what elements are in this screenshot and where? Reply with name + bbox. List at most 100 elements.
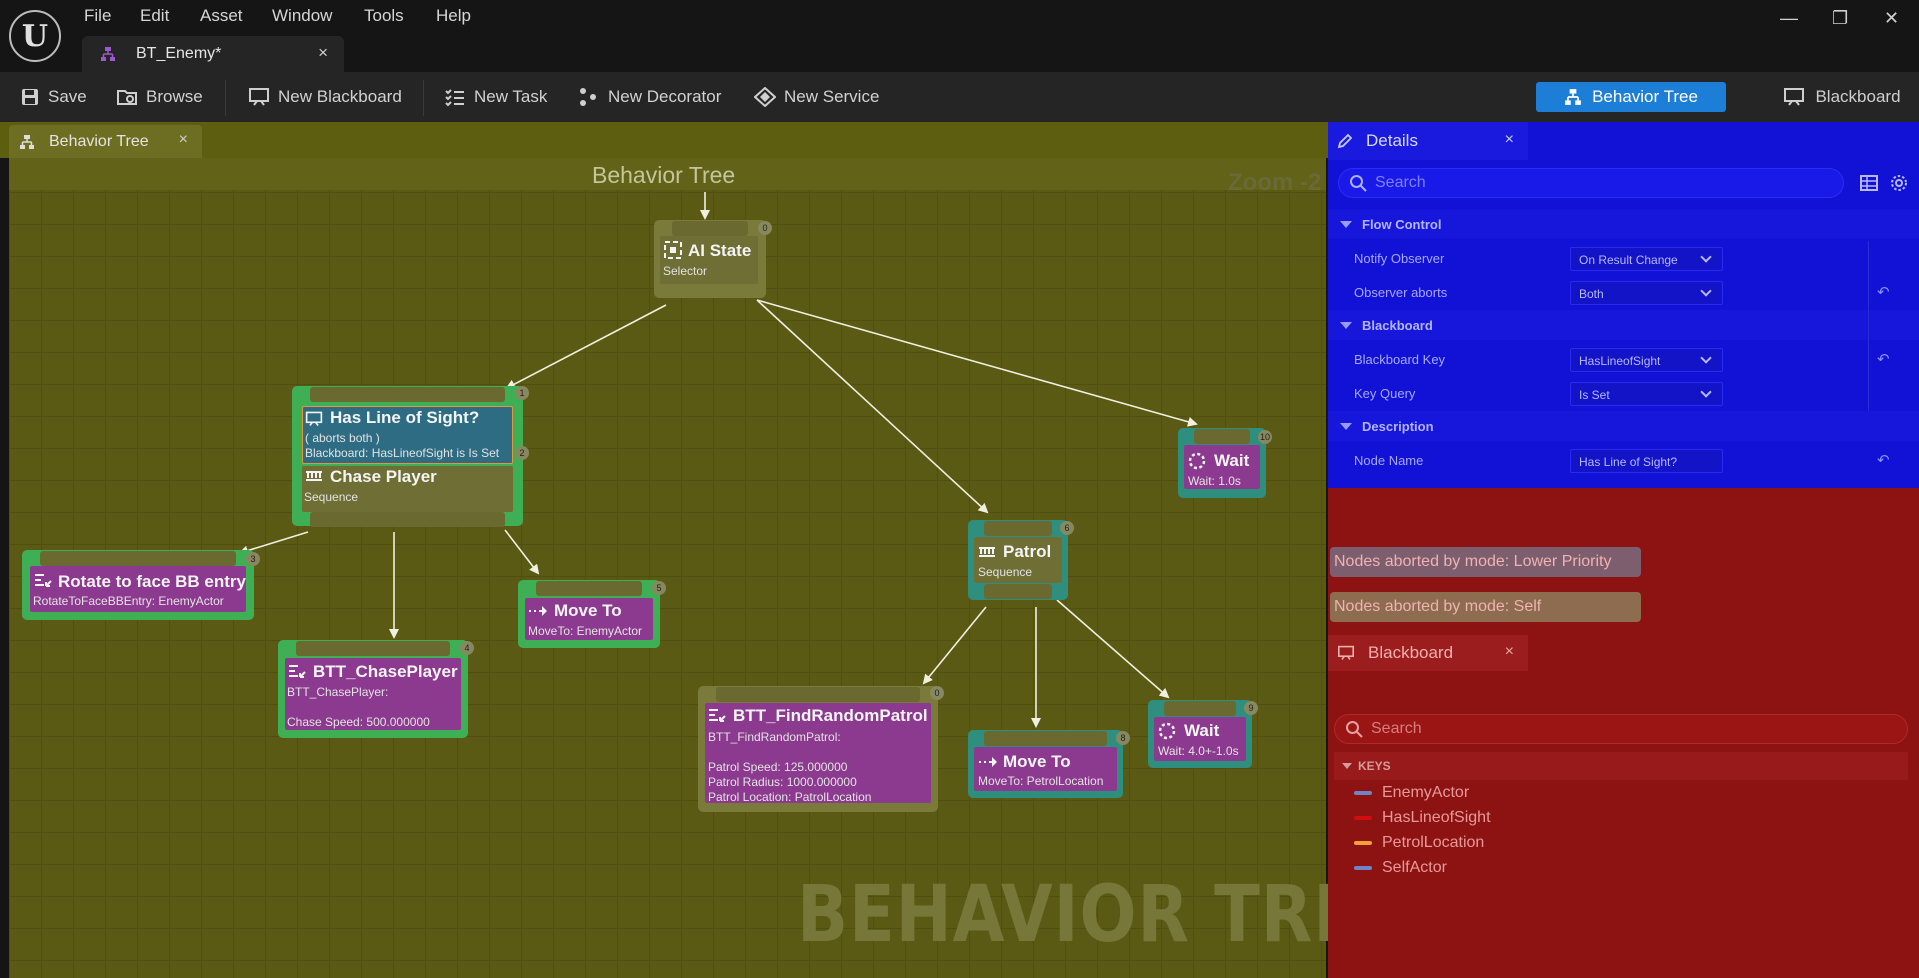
chevron-down-icon: [1700, 251, 1712, 263]
menu-tools[interactable]: Tools: [364, 6, 404, 25]
document-tab-bt-enemy[interactable]: BT_Enemy* ×: [82, 36, 344, 72]
node-title: Rotate to face BB entry: [58, 572, 246, 591]
node-name-value: Has Line of Sight?: [1579, 455, 1678, 469]
table-view-icon[interactable]: [1860, 174, 1878, 192]
minimize-icon[interactable]: —: [1780, 8, 1798, 28]
menu-help[interactable]: Help: [436, 6, 471, 25]
title-bar: U File Edit Asset Window Tools Help — ❐ …: [0, 0, 1919, 72]
category-flow-control[interactable]: Flow Control: [1328, 209, 1919, 239]
observer-aborts-dropdown[interactable]: Both: [1570, 281, 1723, 305]
save-button[interactable]: Save: [20, 85, 87, 109]
blackboard-icon: [1784, 88, 1805, 106]
node-title: Chase Player: [330, 467, 437, 486]
node-input-pin: [984, 731, 1107, 746]
toolbar-divider: [225, 80, 226, 116]
unreal-logo-icon[interactable]: U: [9, 10, 61, 62]
new-service-label: New Service: [784, 87, 880, 106]
connection-ai-state-to-patrol: [756, 299, 989, 514]
node-title: BTT_FindRandomPatrol: [733, 706, 928, 725]
node-wait-top[interactable]: [1178, 428, 1266, 498]
tab-details[interactable]: Details ×: [1328, 122, 1528, 160]
blackboard-key-dropdown[interactable]: HasLineofSight: [1570, 348, 1723, 372]
node-patrol[interactable]: [968, 520, 1068, 600]
blackboard-search-box[interactable]: [1334, 714, 1908, 744]
node-name-field[interactable]: Has Line of Sight?: [1570, 449, 1723, 473]
details-search-input[interactable]: [1375, 174, 1815, 192]
reset-to-default-icon[interactable]: ↶: [1877, 452, 1890, 469]
new-blackboard-button[interactable]: New Blackboard: [248, 85, 402, 109]
property-label: Notify Observer: [1354, 251, 1445, 266]
node-subtitle: RotateToFaceBBEntry: EnemyActor: [33, 594, 224, 608]
document-tab-label: BT_Enemy*: [136, 45, 222, 62]
property-key-query: Key Query Is Set: [1328, 376, 1919, 410]
restore-icon[interactable]: ❐: [1832, 8, 1849, 28]
browse-button[interactable]: Browse: [116, 85, 203, 109]
connection-chase-to-rotate: [238, 531, 309, 556]
node-input-pin: [1164, 701, 1236, 716]
blackboard-key[interactable]: SelfActor: [1354, 859, 1447, 877]
new-decorator-button[interactable]: New Decorator: [578, 85, 721, 109]
close-window-icon[interactable]: ✕: [1884, 8, 1900, 28]
reset-to-default-icon[interactable]: ↶: [1877, 284, 1890, 301]
node-btt-findrandompatrol[interactable]: [698, 686, 938, 812]
reset-to-default-icon[interactable]: ↶: [1877, 351, 1890, 368]
node-chase-player[interactable]: [292, 386, 523, 527]
details-search-box[interactable]: [1338, 168, 1844, 198]
node-move-to-enemy[interactable]: [518, 580, 660, 648]
close-tab-icon[interactable]: ×: [1504, 131, 1514, 148]
mode-blackboard-button[interactable]: Blackboard: [1762, 82, 1919, 112]
tab-blackboard[interactable]: Blackboard ×: [1328, 635, 1528, 671]
notify-observer-dropdown[interactable]: On Result Change: [1570, 247, 1723, 271]
node-index-badge: 9: [1244, 701, 1258, 715]
close-tab-icon[interactable]: ×: [318, 43, 328, 62]
node-input-pin: [296, 641, 450, 656]
property-label: Observer aborts: [1354, 285, 1448, 300]
toolbar: Save Browse New Blackboard New Task New …: [0, 72, 1919, 122]
wait-icon: [1158, 722, 1176, 740]
node-move-to-patrol[interactable]: [968, 730, 1123, 798]
key-query-dropdown[interactable]: Is Set: [1570, 382, 1723, 406]
search-icon: [1346, 721, 1363, 738]
details-tab-label: Details: [1366, 131, 1418, 150]
new-task-button[interactable]: New Task: [444, 85, 547, 109]
graph-title: Behavior Tree: [592, 162, 736, 188]
category-blackboard[interactable]: Blackboard: [1328, 310, 1919, 340]
node-input-pin: [40, 551, 236, 566]
close-tab-icon[interactable]: ×: [178, 131, 188, 148]
node-input-pin: [716, 687, 920, 702]
mode-behavior-tree-button[interactable]: Behavior Tree: [1536, 82, 1726, 112]
blackboard-key[interactable]: HasLineofSight: [1354, 809, 1491, 827]
node-rotate-to-face[interactable]: [22, 550, 254, 620]
menu-window[interactable]: Window: [272, 6, 333, 25]
graph-tab-label: Behavior Tree: [49, 132, 149, 150]
node-index-badge: 5: [652, 581, 666, 595]
legend-aborted-lower-priority: Nodes aborted by mode: Lower Priority: [1330, 547, 1641, 577]
node-property: Patrol Speed: 125.000000: [708, 760, 848, 774]
settings-gear-icon[interactable]: [1890, 174, 1908, 192]
close-tab-icon[interactable]: ×: [1504, 643, 1514, 660]
category-description[interactable]: Description: [1328, 411, 1919, 441]
blackboard-key[interactable]: EnemyActor: [1354, 784, 1469, 802]
node-subtitle: MoveTo: EnemyActor: [528, 624, 643, 638]
menu-asset[interactable]: Asset: [200, 6, 243, 25]
node-index-badge: 10: [1258, 430, 1272, 444]
menu-edit[interactable]: Edit: [140, 6, 170, 25]
decorator-index-badge: 2: [515, 446, 529, 460]
move-to-icon: [529, 606, 547, 616]
node-ai-state[interactable]: [654, 220, 766, 298]
node-property: Patrol Location: PatrolLocation: [708, 790, 872, 804]
menu-file[interactable]: File: [84, 6, 112, 25]
blackboard-search-input[interactable]: [1371, 720, 1871, 738]
tab-behavior-tree-graph[interactable]: Behavior Tree ×: [9, 125, 202, 158]
chevron-down-icon: [1700, 352, 1712, 364]
node-title: BTT_ChasePlayer: [313, 662, 458, 681]
node-btt-chaseplayer[interactable]: [278, 640, 468, 738]
keys-category[interactable]: KEYS: [1334, 752, 1908, 780]
blackboard-key[interactable]: PetrolLocation: [1354, 834, 1484, 852]
connection-chase-to-moveto: [504, 529, 540, 575]
new-decorator-label: New Decorator: [608, 87, 722, 106]
category-label: Description: [1362, 418, 1434, 434]
new-service-button[interactable]: New Service: [754, 85, 879, 109]
decorator-has-line-of-sight[interactable]: [302, 406, 513, 464]
node-index-badge: 4: [460, 641, 474, 655]
